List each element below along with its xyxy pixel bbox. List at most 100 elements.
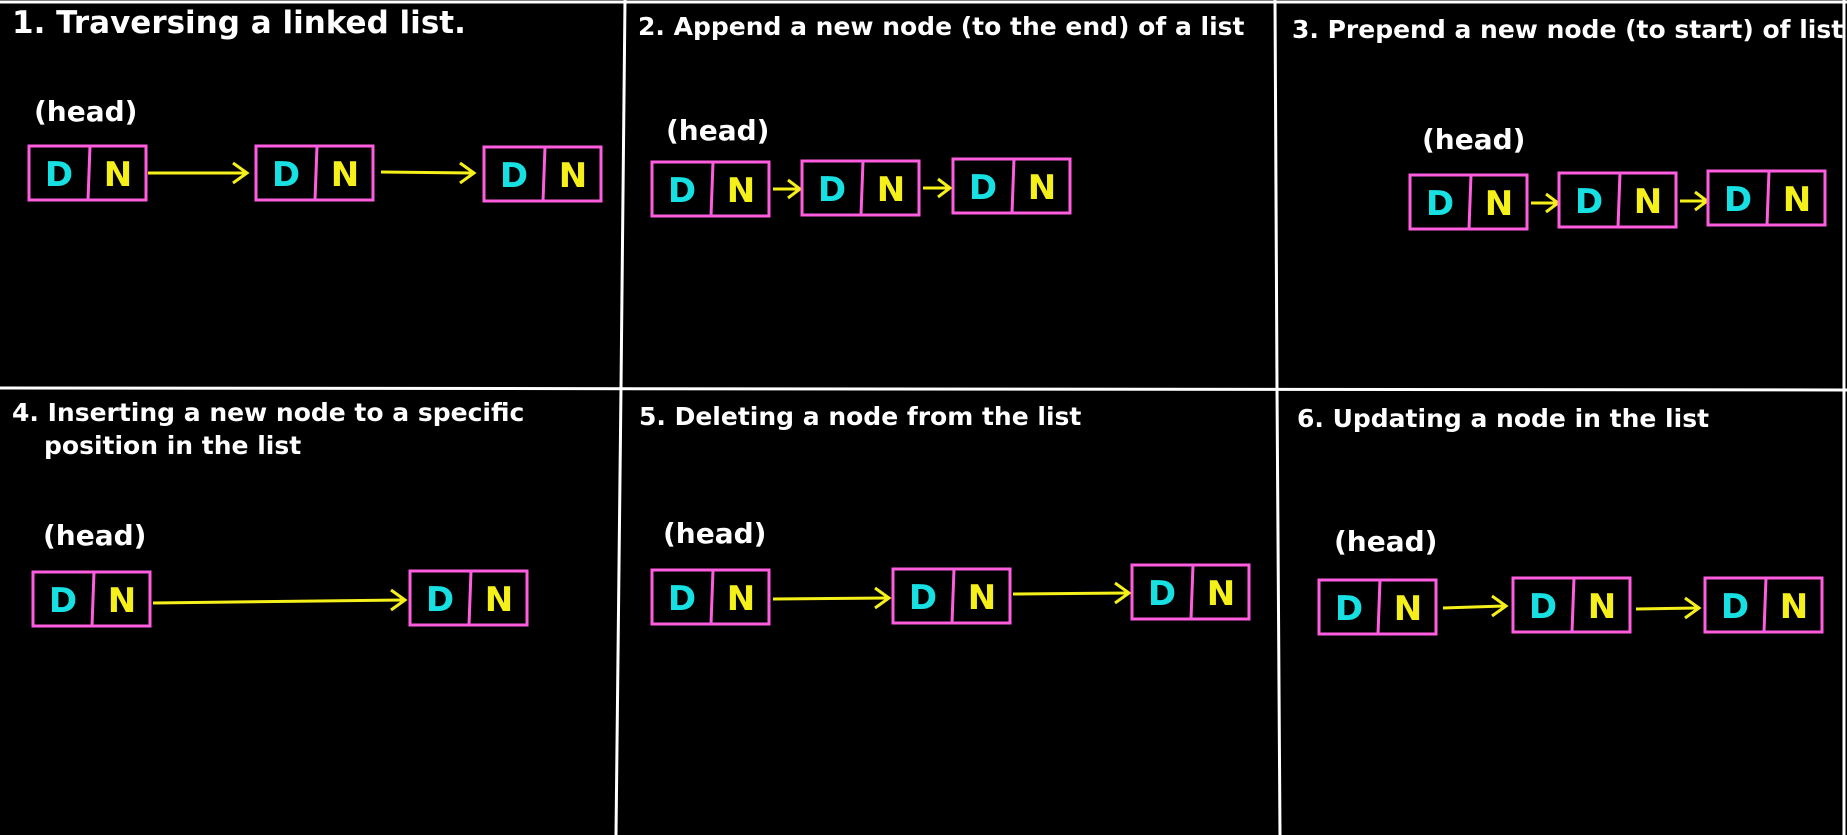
list-node: D N bbox=[650, 568, 771, 626]
arrow-line bbox=[380, 170, 473, 175]
node-data-letter: D bbox=[1575, 182, 1603, 222]
node-divider bbox=[1570, 577, 1576, 633]
head-label: (head) bbox=[1422, 123, 1525, 156]
node-next-letter: N bbox=[877, 170, 905, 210]
arrow-head bbox=[459, 161, 477, 185]
node-next-letter: N bbox=[331, 155, 359, 195]
node-data-letter: D bbox=[1724, 180, 1752, 220]
list-node: D N bbox=[1703, 576, 1824, 634]
node-next-letter: N bbox=[1394, 589, 1422, 629]
node-divider bbox=[709, 161, 715, 217]
divider-vertical-left-bottom bbox=[614, 387, 623, 835]
arrow-head bbox=[937, 177, 953, 199]
node-next-letter: N bbox=[108, 581, 136, 621]
node-data-letter: D bbox=[668, 579, 696, 619]
list-node: D N bbox=[254, 144, 375, 202]
node-next-letter: N bbox=[1588, 587, 1616, 627]
node-data-letter: D bbox=[818, 170, 846, 210]
head-label: (head) bbox=[666, 114, 769, 147]
node-next-letter: N bbox=[727, 171, 755, 211]
panel-5-title: 5. Deleting a node from the list bbox=[639, 402, 1081, 431]
divider-horizontal bbox=[0, 386, 1847, 392]
divider-vertical-left-top bbox=[619, 0, 627, 389]
list-node: D N bbox=[1130, 563, 1251, 621]
node-data-letter: D bbox=[500, 156, 528, 196]
node-divider bbox=[1010, 158, 1016, 214]
node-divider bbox=[313, 145, 319, 201]
node-box bbox=[1317, 578, 1438, 636]
node-box bbox=[951, 157, 1072, 215]
arrow-line bbox=[1442, 604, 1505, 610]
node-box bbox=[1130, 563, 1251, 621]
arrow-head bbox=[232, 161, 250, 185]
list-node: D N bbox=[951, 157, 1072, 215]
node-divider bbox=[859, 160, 865, 216]
head-label: (head) bbox=[663, 517, 766, 550]
node-data-letter: D bbox=[426, 580, 454, 620]
node-box bbox=[800, 159, 921, 217]
divider-vertical-right-bottom bbox=[1275, 387, 1282, 835]
arrow-head bbox=[1684, 596, 1702, 620]
panel-6-title: 6. Updating a node in the list bbox=[1297, 404, 1709, 433]
panel-3-prepend: 3. Prepend a new node (to start) of list… bbox=[1292, 15, 1843, 231]
node-box bbox=[891, 567, 1012, 625]
node-divider bbox=[950, 568, 956, 624]
arrow-line bbox=[152, 598, 404, 605]
list-node: D N bbox=[1408, 173, 1529, 231]
arrow-head bbox=[1491, 594, 1509, 618]
list-node: D N bbox=[408, 569, 529, 627]
node-box bbox=[650, 160, 771, 218]
list-node: D N bbox=[27, 144, 148, 202]
node-data-letter: D bbox=[969, 168, 997, 208]
panel-2-title: 2. Append a new node (to the end) of a l… bbox=[638, 12, 1245, 41]
panel-5-delete: 5. Deleting a node from the list (head) … bbox=[639, 402, 1251, 626]
node-next-letter: N bbox=[485, 580, 513, 620]
node-divider bbox=[1762, 577, 1768, 633]
node-data-letter: D bbox=[1335, 589, 1363, 629]
panel-4-title-line-2: position in the list bbox=[44, 431, 301, 460]
divider-vertical-right-top bbox=[1273, 0, 1279, 389]
arrow-head bbox=[787, 178, 803, 200]
node-box bbox=[482, 145, 603, 203]
node-divider bbox=[1616, 172, 1622, 228]
arrow-head bbox=[874, 586, 892, 610]
panel-3-title: 3. Prepend a new node (to start) of list bbox=[1292, 15, 1843, 44]
panel-4-title-line-1: 4. Inserting a new node to a specific bbox=[12, 398, 524, 427]
node-next-letter: N bbox=[1783, 180, 1811, 220]
list-node: D N bbox=[1511, 576, 1632, 634]
node-divider bbox=[90, 571, 96, 627]
node-data-letter: D bbox=[909, 578, 937, 618]
head-label: (head) bbox=[34, 95, 137, 128]
arrow-head bbox=[390, 588, 408, 612]
node-data-letter: D bbox=[668, 171, 696, 211]
node-data-letter: D bbox=[1721, 587, 1749, 627]
list-node: D N bbox=[1557, 171, 1678, 229]
node-box bbox=[1557, 171, 1678, 229]
node-data-letter: D bbox=[272, 155, 300, 195]
panel-1-title: 1. Traversing a linked list. bbox=[12, 5, 466, 41]
node-box bbox=[408, 569, 529, 627]
node-divider bbox=[1189, 564, 1195, 620]
node-divider bbox=[467, 570, 473, 626]
head-label: (head) bbox=[1334, 525, 1437, 558]
node-data-letter: D bbox=[1426, 184, 1454, 224]
panel-1-traversing: 1. Traversing a linked list. (head) D N … bbox=[12, 5, 603, 203]
panel-6-update: 6. Updating a node in the list (head) D … bbox=[1297, 404, 1824, 636]
node-next-letter: N bbox=[1634, 182, 1662, 222]
node-box bbox=[254, 144, 375, 202]
node-data-letter: D bbox=[49, 581, 77, 621]
node-next-letter: N bbox=[1028, 168, 1056, 208]
node-divider bbox=[541, 146, 547, 202]
node-next-letter: N bbox=[1207, 574, 1235, 614]
arrow-head bbox=[1114, 581, 1132, 605]
node-next-letter: N bbox=[559, 156, 587, 196]
panel-4-insert: 4. Inserting a new node to a specific po… bbox=[12, 398, 529, 628]
list-node: D N bbox=[650, 160, 771, 218]
node-box bbox=[27, 144, 148, 202]
node-divider bbox=[86, 145, 92, 201]
node-next-letter: N bbox=[1485, 184, 1513, 224]
list-node: D N bbox=[31, 570, 152, 628]
node-box bbox=[650, 568, 771, 626]
node-data-letter: D bbox=[45, 155, 73, 195]
